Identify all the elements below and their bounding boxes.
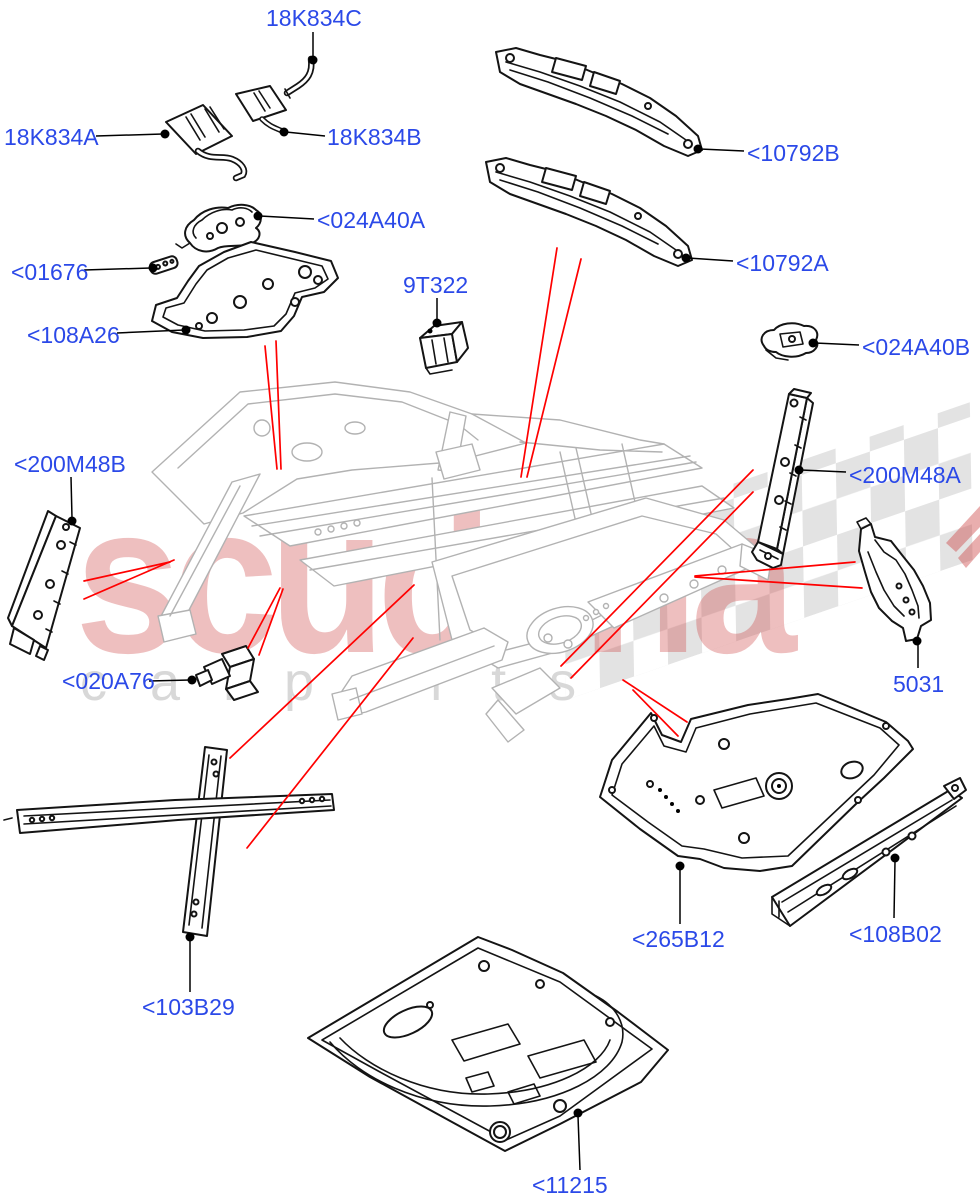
part-label-108A26[interactable]: <108A26: [27, 322, 120, 348]
part-label-10792A[interactable]: <10792A: [736, 250, 829, 276]
part-label-020A76[interactable]: <020A76: [62, 668, 155, 694]
part-drawing-18K834A: [165, 104, 248, 182]
part-label-11215[interactable]: <11215: [532, 1172, 608, 1198]
main-assembly-drawing: [151, 381, 773, 743]
part-label-024A40B[interactable]: <024A40B: [862, 334, 971, 360]
part-label-9T322[interactable]: 9T322: [403, 272, 469, 298]
part-label-103B29[interactable]: <103B29: [142, 994, 235, 1020]
part-drawing-18K834C: [283, 55, 315, 99]
part-drawing-024A40A: [175, 203, 262, 253]
part-label-5031[interactable]: 5031: [893, 671, 945, 697]
part-drawing-200M48B: [7, 510, 81, 661]
part-drawing-5031: [856, 517, 932, 642]
part-drawing-265B12: [599, 693, 914, 872]
part-drawing-108B02: [771, 777, 967, 927]
part-drawing-103B29: [3, 746, 335, 937]
part-label-108B02[interactable]: <108B02: [849, 921, 942, 947]
part-drawing-020A76: [195, 645, 259, 701]
part-label-200M48A[interactable]: <200M48A: [849, 462, 961, 488]
part-label-01676[interactable]: <01676: [11, 259, 89, 285]
leader-lines: [67, 32, 922, 1171]
part-label-265B12[interactable]: <265B12: [632, 926, 725, 952]
part-label-024A40A[interactable]: <024A40A: [317, 207, 426, 233]
part-drawing-10792A: [485, 157, 693, 267]
red-locator-lines: [83, 247, 863, 849]
part-drawing-11215: [307, 936, 669, 1152]
part-label-18K834B[interactable]: 18K834B: [327, 124, 422, 150]
part-label-10792B[interactable]: <10792B: [747, 140, 840, 166]
part-drawing-200M48A: [751, 388, 814, 569]
logo-swoosh-watermark: [946, 506, 980, 568]
part-drawing-10792B: [495, 47, 703, 157]
part-label-18K834A[interactable]: 18K834A: [4, 124, 99, 150]
part-label-200M48B[interactable]: <200M48B: [14, 451, 126, 477]
part-drawing-18K834B: [235, 85, 287, 134]
part-drawing-9T322: [419, 321, 469, 375]
part-label-18K834C[interactable]: 18K834C: [266, 5, 362, 31]
part-drawing-108A26: [151, 241, 339, 339]
